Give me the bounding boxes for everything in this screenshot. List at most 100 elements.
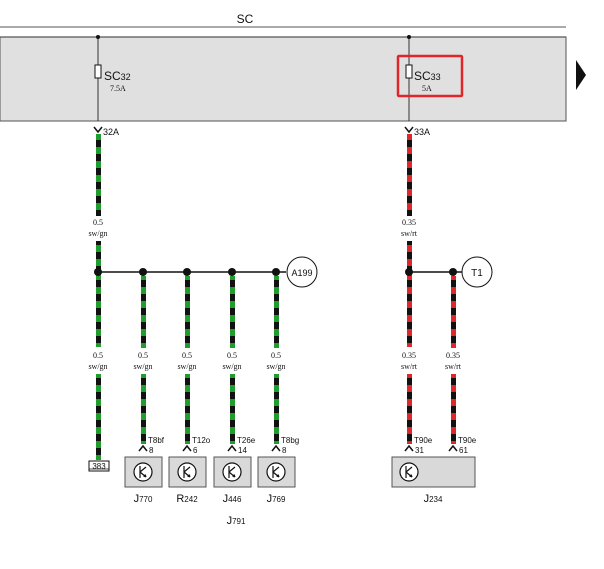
group-label-j791: J791 (227, 515, 246, 527)
wire-color-code: sw/gn (222, 362, 241, 371)
connector-pin-arrow-icon (448, 444, 458, 452)
splice-node (405, 268, 413, 276)
fuse-sc33-bus-node (407, 35, 411, 39)
wire-j234-61-lower[interactable] (451, 374, 456, 444)
connector-pin-arrow-icon (271, 444, 281, 452)
wire-j769-upper[interactable] (274, 276, 279, 348)
wire-color-code: sw/gn (88, 229, 107, 238)
connector-label: T8bf (148, 436, 165, 445)
wire-j446-upper[interactable] (230, 276, 235, 348)
ref-t1-label: T1 (471, 268, 483, 279)
connector-label: T90e (414, 436, 433, 445)
wire-color-code: sw/rt (445, 362, 462, 371)
connector-pin-arrow-icon (227, 444, 237, 452)
wire-sc32-mid[interactable] (96, 241, 101, 347)
splice-node (139, 268, 147, 276)
transistor-icon-body (405, 466, 413, 478)
transistor-icon-body (139, 466, 147, 478)
transistor-icon (133, 462, 153, 482)
component-j770[interactable] (124, 456, 163, 488)
wire-j446-lower[interactable] (230, 374, 235, 444)
connector-pin-arrow-icon (404, 444, 414, 452)
component-label-r242: R242 (176, 493, 198, 505)
wire-color-code: sw/gn (133, 362, 152, 371)
ref-a199-circle[interactable] (286, 256, 318, 288)
fuse-sc33-icon (405, 64, 413, 79)
fuse-sc32-bus-node (96, 35, 100, 39)
ground-ref-box[interactable] (88, 460, 110, 472)
wire-gauge: 0.5 (182, 351, 192, 360)
terminal-33a-arrow-icon (404, 126, 414, 134)
terminal-32a-arrow-icon (93, 126, 103, 134)
wire-j234-31[interactable] (407, 374, 412, 444)
wire-color-code: sw/gn (266, 362, 285, 371)
connector-pin: 61 (459, 446, 468, 455)
splice-node (272, 268, 280, 276)
wire-gauge: 0.35 (446, 351, 460, 360)
connector-label: T8bg (281, 436, 299, 445)
wire-gauge: 0.5 (93, 351, 103, 360)
fuse-sc32-rating: 7.5A (110, 84, 126, 93)
connector-label: T26e (237, 436, 256, 445)
ground-ref-label: 383 (92, 462, 106, 471)
transistor-icon-body (183, 466, 191, 478)
wire-j769-lower[interactable] (274, 374, 279, 444)
fuse-sc33-rating: 5A (422, 84, 432, 93)
fuse-sc33-label: SC33 (414, 69, 441, 83)
wire-sc33-mid[interactable] (407, 241, 412, 347)
transistor-icon-body (228, 466, 236, 478)
terminal-32a-label: 32A (103, 127, 119, 137)
connector-pin: 8 (282, 446, 287, 455)
transistor-icon (222, 462, 242, 482)
wire-r242-upper[interactable] (185, 276, 190, 348)
transistor-icon (266, 462, 286, 482)
component-j234[interactable] (391, 456, 476, 488)
component-label-j446: J446 (223, 493, 242, 505)
wire-gauge: 0.35 (402, 351, 416, 360)
continue-arrow-icon[interactable] (576, 60, 586, 90)
splice-node (228, 268, 236, 276)
ref-a199-label: A199 (291, 268, 312, 278)
component-j446[interactable] (213, 456, 252, 488)
connector-pin: 8 (149, 446, 154, 455)
wire-r242-lower[interactable] (185, 374, 190, 444)
wire-color-code: sw/rt (401, 229, 418, 238)
component-r242[interactable] (168, 456, 207, 488)
splice-node (449, 268, 457, 276)
connector-pin: 6 (193, 446, 198, 455)
wire-color-code: sw/gn (177, 362, 196, 371)
connector-pin-arrow-icon (182, 444, 192, 452)
connector-label: T90e (458, 436, 477, 445)
terminal-33a-label: 33A (414, 127, 430, 137)
component-j769[interactable] (257, 456, 296, 488)
ref-t1-circle[interactable] (461, 256, 493, 288)
fuse-sc33-highlight[interactable] (396, 54, 464, 98)
splice-node (94, 268, 102, 276)
splice-node (183, 268, 191, 276)
wire-gauge: 0.5 (227, 351, 237, 360)
wire-gauge: 0.5 (93, 218, 103, 227)
transistor-icon (399, 462, 419, 482)
fuse-sc32-icon (94, 64, 102, 79)
wire-j234-61-upper[interactable] (451, 276, 456, 348)
wire-color-code: sw/rt (401, 362, 418, 371)
transistor-icon (177, 462, 197, 482)
wire-gauge: 0.35 (402, 218, 416, 227)
component-label-j234: J234 (424, 493, 443, 505)
bus-label: SC (237, 12, 254, 26)
wire-383-lower[interactable] (96, 374, 101, 460)
connector-label: T12o (192, 436, 211, 445)
wire-j770-lower[interactable] (141, 374, 146, 444)
wire-sc33-upper[interactable] (407, 134, 412, 216)
connector-pin-arrow-icon (138, 444, 148, 452)
component-label-j770: J770 (134, 493, 153, 505)
connector-pin: 31 (415, 446, 424, 455)
transistor-icon-body (272, 466, 280, 478)
wire-j770-upper[interactable] (141, 276, 146, 348)
wire-sc32-upper[interactable] (96, 134, 101, 216)
connector-pin: 14 (238, 446, 247, 455)
wire-gauge: 0.5 (271, 351, 281, 360)
component-label-j769: J769 (267, 493, 286, 505)
wire-gauge: 0.5 (138, 351, 148, 360)
